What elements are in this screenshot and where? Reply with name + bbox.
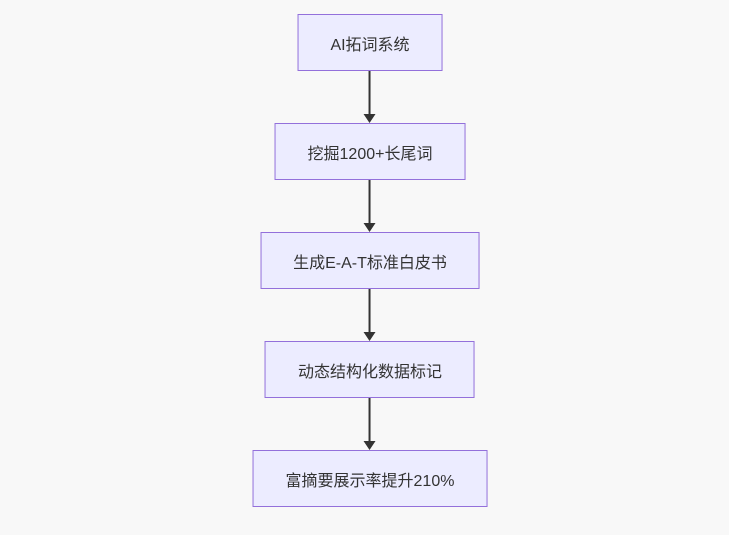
arrow-line — [369, 398, 371, 441]
flow-node-label: 挖掘1200+长尾词 — [307, 145, 433, 163]
flow-node-longtail-mining: 挖掘1200+长尾词 — [274, 123, 466, 180]
arrowhead-down-icon — [364, 332, 376, 341]
flow-node-eat-whitepaper: 生成E-A-T标准白皮书 — [260, 232, 480, 289]
flow-arrow-4 — [364, 398, 376, 450]
flow-node-label: 富摘要展示率提升210% — [285, 472, 455, 490]
flow-node-structured-data-markup: 动态结构化数据标记 — [264, 341, 475, 398]
arrowhead-down-icon — [364, 114, 376, 123]
flow-node-rich-snippet-rate: 富摘要展示率提升210% — [252, 450, 488, 507]
arrow-line — [369, 289, 371, 332]
flow-node-label: AI拓词系统 — [330, 36, 410, 54]
arrowhead-down-icon — [364, 223, 376, 232]
flow-arrow-1 — [364, 71, 376, 123]
arrowhead-down-icon — [364, 441, 376, 450]
flowchart: AI拓词系统 挖掘1200+长尾词 生成E-A-T标准白皮书 动态结构化数据标记… — [252, 14, 488, 507]
flow-node-ai-expansion-system: AI拓词系统 — [297, 14, 443, 71]
flow-node-label: 生成E-A-T标准白皮书 — [293, 254, 447, 272]
flow-arrow-3 — [364, 289, 376, 341]
arrow-line — [369, 180, 371, 223]
arrow-line — [369, 71, 371, 114]
flow-node-label: 动态结构化数据标记 — [297, 363, 442, 381]
flow-arrow-2 — [364, 180, 376, 232]
